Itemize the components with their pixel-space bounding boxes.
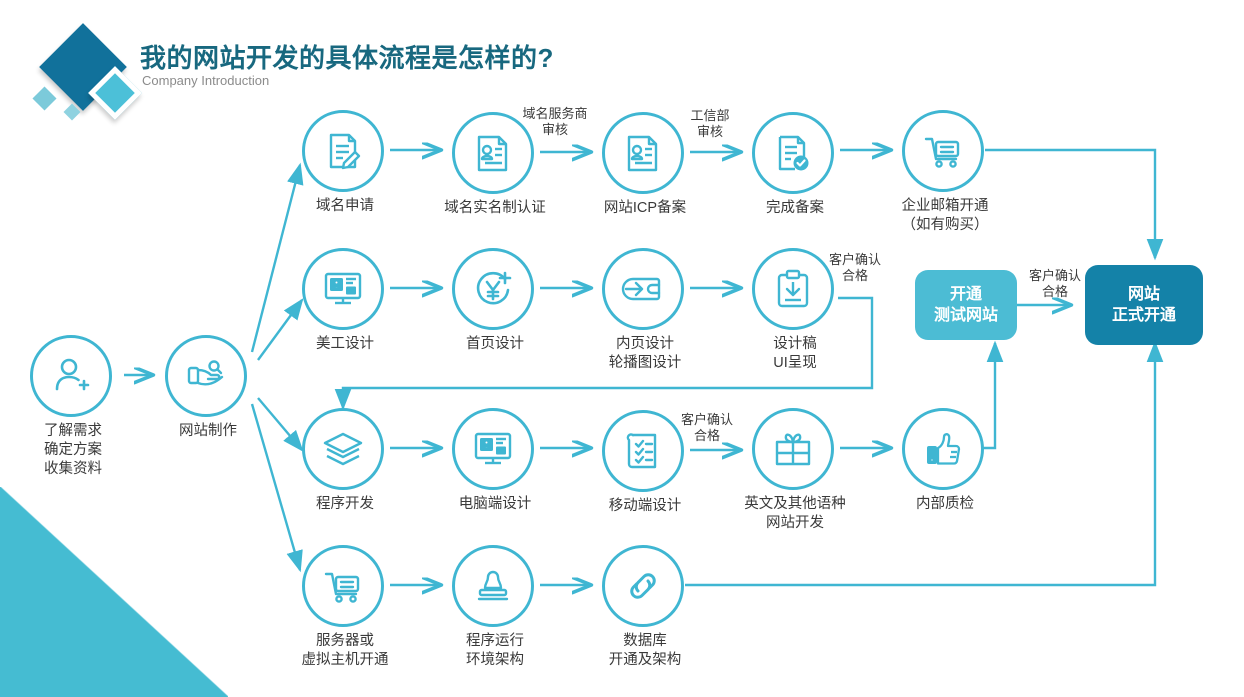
node-label: 美工设计 [316,336,374,352]
corner-triangle-decoration [0,487,228,697]
node-domain-apply[interactable]: 域名申请 [302,110,388,216]
node-server-host[interactable]: 服务器或 虚拟主机开通 [302,545,389,670]
edge-label-client-confirm-live: 客户确认 合格 [1028,268,1081,299]
node-label: 域名实名制认证 [444,200,546,216]
layers-icon [302,408,384,490]
node-label: 移动端设计 [608,498,682,514]
edge-label-domain-review: 域名服务商 审核 [522,106,588,137]
page-subtitle: Company Introduction [142,73,270,88]
node-requirements[interactable]: 了解需求 确定方案 收集资料 [30,335,116,479]
box-test-site[interactable]: 开通 测试网站 [915,270,1017,340]
thumbs-up-icon [902,408,984,490]
node-icp-filing[interactable]: 网站ICP备案 [602,112,688,218]
monitor-design-icon [302,248,384,330]
box-label: 网站 正式开通 [1111,286,1176,324]
node-homepage-design[interactable]: 首页设计 [452,248,538,354]
node-enterprise-mail[interactable]: 企业邮箱开通 （如有购买） [902,110,989,235]
node-internal-qa[interactable]: 内部质检 [902,408,988,514]
box-live-site[interactable]: 网站 正式开通 [1085,265,1203,345]
document-edit-icon [302,110,384,192]
certificate-stamp-icon [602,112,684,194]
gift-icon [752,408,834,490]
node-label: 英文及其他语种 网站开发 [744,496,846,531]
cart-icon [902,110,984,192]
node-design-draft-ui[interactable]: 设计稿 UI呈现 [752,248,838,373]
certificate-stamp-icon [452,112,534,194]
node-art-design[interactable]: 美工设计 [302,248,388,354]
node-program-development[interactable]: 程序开发 [302,408,388,514]
node-website-production[interactable]: 网站制作 [165,335,251,441]
node-label: 程序开发 [316,496,374,512]
node-label: 网站制作 [179,423,237,439]
clipboard-download-icon [752,248,834,330]
hand-holding-icon [165,335,247,417]
node-domain-realname[interactable]: 域名实名制认证 [444,112,546,218]
node-label: 了解需求 确定方案 收集资料 [44,423,102,477]
user-plus-icon [30,335,112,417]
node-filing-done[interactable]: 完成备案 [752,112,838,218]
node-label: 设计稿 UI呈现 [773,336,817,371]
node-label: 内页设计 轮播图设计 [608,336,682,371]
wallet-card-icon [602,248,684,330]
logo [12,14,144,126]
box-label: 开通 测试网站 [933,286,998,324]
node-label: 服务器或 虚拟主机开通 [301,633,389,668]
node-label: 电脑端设计 [458,496,532,512]
node-label: 内部质检 [916,496,974,512]
node-label: 完成备案 [766,200,824,216]
checklist-icon [602,410,684,492]
page-title: 我的网站开发的具体流程是怎样的? [140,43,554,73]
stamp-icon [452,545,534,627]
node-label: 网站ICP备案 [603,200,687,216]
logo-diamond-small-1 [32,86,57,111]
node-runtime-env[interactable]: 程序运行 环境架构 [452,545,538,670]
node-mobile-design[interactable]: 移动端设计 [602,410,688,516]
edge-label-client-confirm-mobile: 客户确认 合格 [680,412,733,443]
node-label: 企业邮箱开通 （如有购买） [901,198,989,233]
edge-label-miit-review: 工信部 审核 [690,108,730,139]
node-label: 程序运行 环境架构 [466,633,524,668]
node-label: 数据库 开通及架构 [608,633,682,668]
node-multilingual-site[interactable]: 英文及其他语种 网站开发 [744,408,846,533]
monitor-design-icon [452,408,534,490]
node-label: 域名申请 [316,198,374,214]
document-check-icon [752,112,834,194]
yuan-plus-icon [452,248,534,330]
node-label: 首页设计 [466,336,524,352]
link-chain-icon [602,545,684,627]
node-database-setup[interactable]: 数据库 开通及架构 [602,545,688,670]
node-desktop-design[interactable]: 电脑端设计 [452,408,538,514]
edge-label-client-confirm-design: 客户确认 合格 [828,252,881,283]
cart-icon [302,545,384,627]
node-inner-page-design[interactable]: 内页设计 轮播图设计 [602,248,688,373]
